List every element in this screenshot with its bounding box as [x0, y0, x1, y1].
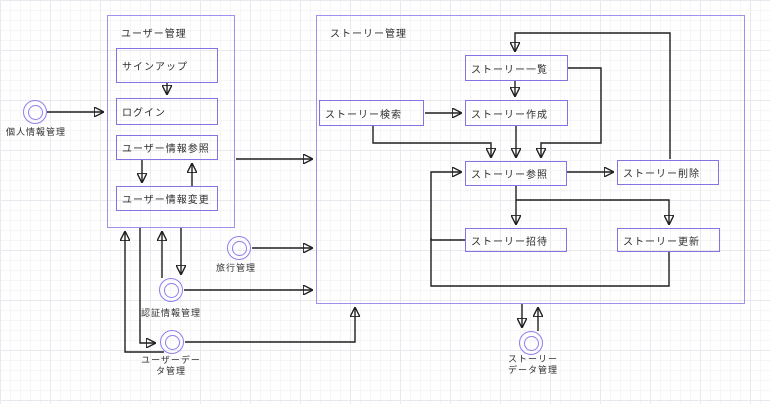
actor-personal-info-label: 個人情報管理	[5, 127, 66, 137]
actor-travel-label: 旅行管理	[215, 263, 256, 273]
edge-userdata-to-storymgmt[interactable]	[185, 308, 355, 343]
actor-story-data-label-line1: ストーリー	[507, 354, 558, 364]
actor-story-data-circle-icon[interactable]	[519, 331, 543, 355]
container-story-management-title: ストーリー管理	[330, 29, 407, 40]
actor-story-data-label-line2: データ管理	[507, 365, 558, 375]
node-user-info-view[interactable]: ユーザー情報参照	[116, 135, 218, 160]
actor-inner-ring-icon	[523, 335, 539, 351]
actor-user-data-circle-icon[interactable]	[160, 330, 184, 354]
node-story-delete[interactable]: ストーリー削除	[617, 160, 719, 185]
actor-inner-ring-icon	[231, 240, 247, 256]
node-user-info-view-label: ユーザー情報参照	[122, 144, 210, 155]
node-signup[interactable]: サインアップ	[116, 48, 218, 83]
edge-storyview-to-storyupdate[interactable]	[516, 199, 669, 224]
actor-inner-ring-icon	[27, 104, 43, 120]
node-story-view[interactable]: ストーリー参照	[465, 161, 567, 186]
edge-storyupdate-to-storyview[interactable]	[430, 238, 670, 287]
node-story-create[interactable]: ストーリー作成	[465, 100, 568, 126]
actor-personal-info-circle-icon[interactable]	[23, 100, 47, 124]
node-signup-label: サインアップ	[122, 62, 188, 73]
edge-usermgmt-to-userdata[interactable]	[139, 228, 155, 343]
node-story-create-label: ストーリー作成	[471, 109, 548, 121]
edge-storyinvite-to-storyview[interactable]	[430, 172, 465, 241]
container-user-management-title: ユーザー管理	[121, 29, 187, 40]
node-story-list-label: ストーリー一覧	[471, 64, 548, 76]
node-story-invite[interactable]: ストーリー招待	[465, 228, 567, 252]
container-story-management[interactable]: ストーリー管理	[316, 15, 745, 304]
actor-auth-info-label: 認証情報管理	[140, 308, 201, 318]
node-story-list[interactable]: ストーリー一覧	[465, 55, 568, 81]
node-story-update[interactable]: ストーリー更新	[617, 228, 720, 252]
edge-storydelete-to-storylist[interactable]	[515, 32, 671, 159]
node-story-search-label: ストーリー検索	[325, 109, 402, 121]
actor-user-data-label-line2: タ管理	[155, 366, 186, 376]
actor-inner-ring-icon	[164, 334, 180, 350]
node-story-delete-label: ストーリー削除	[623, 169, 700, 180]
container-user-management[interactable]: ユーザー管理	[107, 15, 235, 228]
actor-story-data-label: ストーリーデータ管理	[478, 354, 588, 376]
actor-inner-ring-icon	[163, 282, 179, 298]
node-login-label: ログイン	[122, 108, 166, 119]
edge-storylist-to-storyview[interactable]	[541, 67, 602, 157]
node-user-info-edit[interactable]: ユーザー情報変更	[116, 186, 218, 211]
node-story-update-label: ストーリー更新	[623, 236, 700, 248]
actor-travel-circle-icon[interactable]	[227, 236, 251, 260]
actor-user-data-label-line1: ユーザーデー	[141, 355, 201, 365]
node-story-invite-label: ストーリー招待	[471, 236, 548, 248]
edge-storysearch-to-storyview[interactable]	[372, 126, 491, 157]
node-login[interactable]: ログイン	[116, 98, 218, 125]
edge-userdata-to-usermgmt[interactable]	[125, 232, 164, 353]
actor-user-data-label: ユーザーデータ管理	[116, 355, 226, 377]
actor-auth-info-circle-icon[interactable]	[159, 278, 183, 302]
node-story-search[interactable]: ストーリー検索	[319, 100, 424, 126]
node-story-view-label: ストーリー参照	[471, 170, 548, 181]
node-user-info-edit-label: ユーザー情報変更	[122, 195, 210, 206]
